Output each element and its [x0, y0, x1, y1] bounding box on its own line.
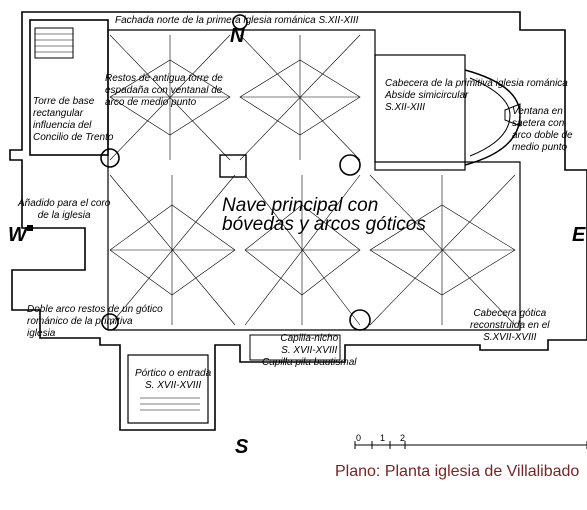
- east-label: E: [572, 224, 586, 246]
- label-portico: Pórtico o entrada S. XVII-XVIII: [135, 368, 212, 391]
- scale-tick-2: 2: [400, 433, 406, 443]
- south-label: S: [235, 436, 249, 458]
- label-torre-base: Torre de base rectangular influencia del…: [33, 96, 114, 143]
- label-doble-arco: Doble arco restos de un gótico románico …: [27, 304, 163, 339]
- label-anadido-coro: Añadido para el coro de la iglesia: [18, 198, 111, 221]
- scale-tick-0: 0: [356, 433, 362, 443]
- north-label: N: [230, 25, 245, 47]
- west-label: W: [8, 224, 27, 246]
- label-restos-torre: Restos de antigua torre de espadaña con …: [105, 73, 223, 108]
- label-nave-principal: Nave principal con bóvedas y arcos gótic…: [222, 195, 426, 235]
- scale-tick-1: 1: [380, 433, 386, 443]
- label-fachada-norte: Fachada norte de la primera iglesia romá…: [115, 15, 359, 26]
- label-ventana: Ventana en saetera con arco doble de med…: [512, 106, 573, 153]
- label-capilla-nicho: Capilla-nicho S. XVII-XVIII Capilla pila…: [262, 333, 357, 368]
- plan-caption: Plano: Planta iglesia de Villalibado: [335, 463, 580, 480]
- label-cabecera-primitiva: Cabecera de la primitiva iglesia románic…: [385, 78, 568, 113]
- label-cabecera-gotica: Cabecera gótica reconstruida en el S.XVI…: [470, 308, 550, 343]
